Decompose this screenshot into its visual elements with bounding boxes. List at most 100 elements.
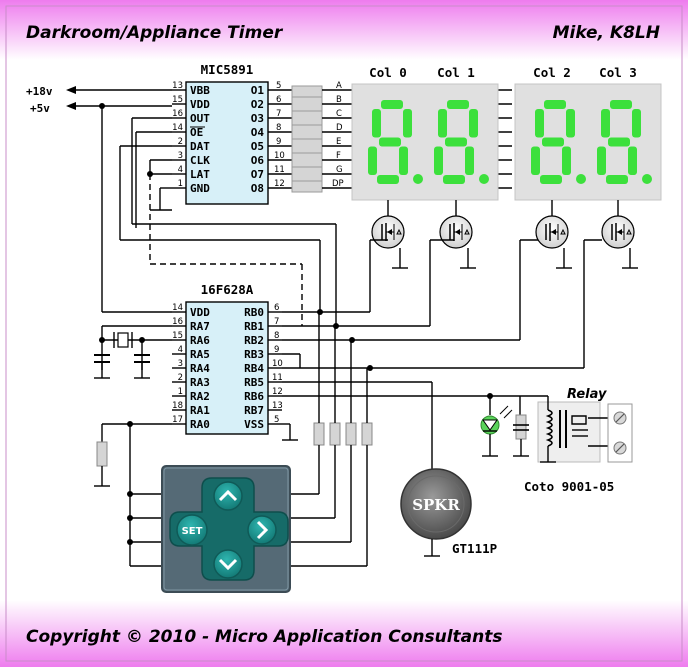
header-band bbox=[0, 0, 688, 60]
driver-left-pins: 13 15 16 14 2 3 4 1 VBB VDD OUT OE DAT C… bbox=[172, 81, 210, 195]
power-rails: +18v +5v bbox=[26, 85, 172, 313]
digit-1-segment-0 bbox=[447, 100, 469, 109]
relay-part: Coto 9001-05 bbox=[524, 479, 614, 494]
digit-2-segment-1 bbox=[566, 109, 575, 138]
digit-0-segment-4 bbox=[368, 146, 377, 175]
pin-label: LAT bbox=[190, 168, 210, 181]
segment-label-e: E bbox=[336, 137, 341, 147]
digit-3-segment-2 bbox=[628, 146, 637, 175]
chevron-down-icon bbox=[218, 558, 238, 571]
display-left bbox=[351, 83, 499, 201]
pin-label: O7 bbox=[251, 168, 264, 181]
pin-label: VDD bbox=[190, 98, 210, 111]
col-2-label: Col 2 bbox=[533, 65, 571, 80]
pin-label: OUT bbox=[190, 112, 210, 125]
pin-num: 12 bbox=[274, 179, 285, 189]
digit-3-segment-1 bbox=[632, 109, 641, 138]
mcu-left-pins: 14 16 15 4 3 2 1 18 17 VDD RA7 RA6 RA5 R… bbox=[172, 303, 210, 431]
pin-label: O5 bbox=[251, 140, 264, 153]
digit-3-segment-0 bbox=[610, 100, 632, 109]
keypad: SET bbox=[161, 465, 291, 593]
mosfet-1 bbox=[439, 200, 476, 269]
pin-label: RB7 bbox=[244, 404, 264, 417]
segment-label-dp: DP bbox=[332, 179, 344, 189]
digit-3-segment-6 bbox=[608, 137, 630, 147]
set-button[interactable]: SET bbox=[176, 514, 208, 546]
speaker-label: SPKR bbox=[412, 496, 460, 514]
pin-label: RB6 bbox=[244, 390, 264, 403]
digit-3-segment-4 bbox=[597, 146, 606, 175]
pin-label: VBB bbox=[190, 84, 210, 97]
pin-label: RA1 bbox=[190, 404, 210, 417]
pin-num: 15 bbox=[172, 331, 183, 341]
pin-label: RA5 bbox=[190, 348, 210, 361]
segment-label-a: A bbox=[336, 81, 342, 91]
pin-num: 11 bbox=[274, 165, 285, 175]
pin-label: RB5 bbox=[244, 376, 264, 389]
digit-1-segment-6 bbox=[445, 137, 467, 147]
pin-num: 4 bbox=[178, 345, 183, 355]
pin-label: RB1 bbox=[244, 320, 264, 333]
pin-num: 6 bbox=[274, 303, 279, 313]
pin-label: O1 bbox=[251, 84, 265, 97]
relay-capacitor bbox=[513, 414, 529, 457]
interconnect-wiring bbox=[119, 117, 602, 470]
digit-3-decimal-point bbox=[642, 174, 652, 184]
pin-num: 2 bbox=[178, 137, 183, 147]
pin-label: RA0 bbox=[190, 418, 210, 431]
digit-1-decimal-point bbox=[479, 174, 489, 184]
pin-num: 13 bbox=[172, 81, 183, 91]
speaker-part: GT111P bbox=[452, 541, 497, 556]
mcu-right-pins: 6 7 8 9 10 11 12 13 5 RB0 RB1 RB2 RB3 RB… bbox=[244, 303, 283, 431]
digit-0-decimal-point bbox=[413, 174, 423, 184]
mosfet-3 bbox=[601, 200, 638, 269]
digit-0-segment-6 bbox=[379, 137, 401, 147]
digit-1-segment-4 bbox=[434, 146, 443, 175]
digit-0-segment-5 bbox=[372, 109, 381, 138]
pin-num: 5 bbox=[274, 415, 279, 425]
chevron-right-icon bbox=[256, 520, 269, 540]
pin-num: 2 bbox=[178, 373, 183, 383]
pin-num: 9 bbox=[276, 137, 281, 147]
pin-num: 4 bbox=[178, 165, 183, 175]
pin-num: 3 bbox=[178, 151, 183, 161]
pin-num: 17 bbox=[172, 415, 183, 425]
down-button[interactable] bbox=[213, 549, 243, 579]
segment-resistor-array bbox=[291, 85, 323, 193]
pin-num: 12 bbox=[272, 387, 283, 397]
segment-label-b: B bbox=[336, 95, 342, 105]
up-button[interactable] bbox=[213, 481, 243, 511]
pin-label: O8 bbox=[251, 182, 264, 195]
driver-chip: MIC5891 13 15 16 14 2 3 4 1 VBB VDD OUT … bbox=[135, 62, 292, 228]
page-frame bbox=[5, 5, 683, 662]
page-title: Darkroom/Appliance Timer bbox=[26, 23, 284, 43]
speaker: SPKR GT111P bbox=[400, 468, 497, 557]
column-mosfets bbox=[371, 200, 638, 269]
copyright-label: Copyright © 2010 - Micro Application Con… bbox=[26, 627, 502, 647]
pin-num: 14 bbox=[172, 123, 183, 133]
mosfet-2 bbox=[535, 200, 572, 269]
pin-num: 10 bbox=[274, 151, 285, 161]
pin-label: OE bbox=[190, 126, 203, 139]
right-button[interactable] bbox=[247, 515, 277, 545]
v18-label: +18v bbox=[26, 85, 53, 98]
keypad-common bbox=[94, 421, 172, 567]
pin-num: 1 bbox=[178, 179, 183, 189]
digit-2-segment-3 bbox=[540, 175, 562, 184]
pin-num: 8 bbox=[274, 331, 279, 341]
v5-label: +5v bbox=[30, 102, 50, 115]
col-3-label: Col 3 bbox=[599, 65, 637, 80]
pin-label: RB4 bbox=[244, 362, 264, 375]
mcu-name: 16F628A bbox=[201, 282, 254, 297]
pin-label: RB2 bbox=[244, 334, 264, 347]
pin-num: 14 bbox=[172, 303, 183, 313]
digit-2-segment-0 bbox=[544, 100, 566, 109]
mosfet-0 bbox=[371, 200, 408, 269]
pin-num: 9 bbox=[274, 345, 279, 355]
pin-num: 15 bbox=[172, 95, 183, 105]
pin-label: RA2 bbox=[190, 390, 210, 403]
pin-label: O2 bbox=[251, 98, 264, 111]
pin-num: 10 bbox=[272, 359, 283, 369]
pin-num: 5 bbox=[276, 81, 281, 91]
